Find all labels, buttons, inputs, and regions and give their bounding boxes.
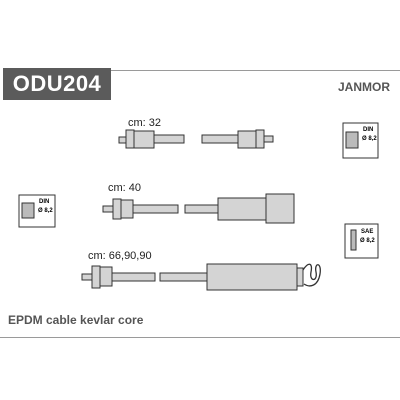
cable-2-right-wire bbox=[184, 204, 219, 214]
din-terminal-badge-right: DIN Ø 8,2 bbox=[342, 122, 379, 159]
cable-1-right-wire bbox=[201, 134, 239, 144]
cable-3 bbox=[81, 263, 304, 291]
din-terminal-icon bbox=[21, 202, 35, 219]
cable-2-plug-end bbox=[265, 193, 295, 224]
sae-standard: SAE bbox=[361, 229, 373, 235]
material-description: EPDM cable kevlar core bbox=[8, 313, 144, 327]
brand-name: JANMOR bbox=[337, 80, 390, 94]
cable-1-right-connector-body bbox=[255, 129, 265, 149]
sae-terminal-badge: SAE Ø 8,2 bbox=[344, 223, 379, 259]
cable-3-left-wire bbox=[111, 272, 156, 282]
part-code-badge: ODU204 bbox=[3, 68, 111, 100]
spark-plug-icon bbox=[350, 229, 357, 251]
cable-3-plug-ring bbox=[296, 267, 304, 287]
footer-rule bbox=[0, 337, 400, 338]
cable-1-left-boot bbox=[133, 130, 155, 149]
cable-2-length-label: cm: 40 bbox=[108, 182, 142, 194]
cable-1 bbox=[118, 129, 274, 149]
cable-2-boot bbox=[120, 199, 134, 219]
din-right-standard: DIN bbox=[363, 127, 373, 133]
cable-3-plug-sleeve bbox=[206, 263, 298, 291]
cable-2-connector-tip bbox=[102, 205, 114, 213]
sae-diameter: Ø 8,2 bbox=[360, 238, 375, 244]
cable-3-boot bbox=[99, 266, 113, 287]
cable-2-plug-boot bbox=[217, 197, 267, 221]
cable-1-right-connector-tip bbox=[263, 135, 274, 143]
cable-3-length-label: cm: 66,90,90 bbox=[88, 250, 152, 262]
cable-1-length-label: cm: 32 bbox=[128, 117, 162, 129]
header-rule bbox=[111, 70, 400, 71]
cable-1-left-connector-body bbox=[125, 129, 135, 149]
din-terminal-icon bbox=[345, 131, 359, 149]
cable-3-connector-body bbox=[91, 265, 101, 289]
cable-1-right-boot bbox=[237, 130, 257, 149]
cable-1-left-wire bbox=[153, 134, 185, 144]
cable-2 bbox=[102, 193, 295, 224]
cable-3-connector-tip bbox=[81, 273, 93, 281]
cable-3-spring-clip bbox=[302, 263, 321, 287]
cable-2-connector-body bbox=[112, 198, 122, 220]
din-left-standard: DIN bbox=[39, 199, 49, 205]
cable-2-left-wire bbox=[132, 204, 179, 214]
din-terminal-badge-left: DIN Ø 8,2 bbox=[18, 194, 56, 228]
din-left-diameter: Ø 8,2 bbox=[38, 208, 53, 214]
cable-3-right-wire bbox=[159, 272, 208, 282]
din-right-diameter: Ø 8,2 bbox=[362, 136, 377, 142]
